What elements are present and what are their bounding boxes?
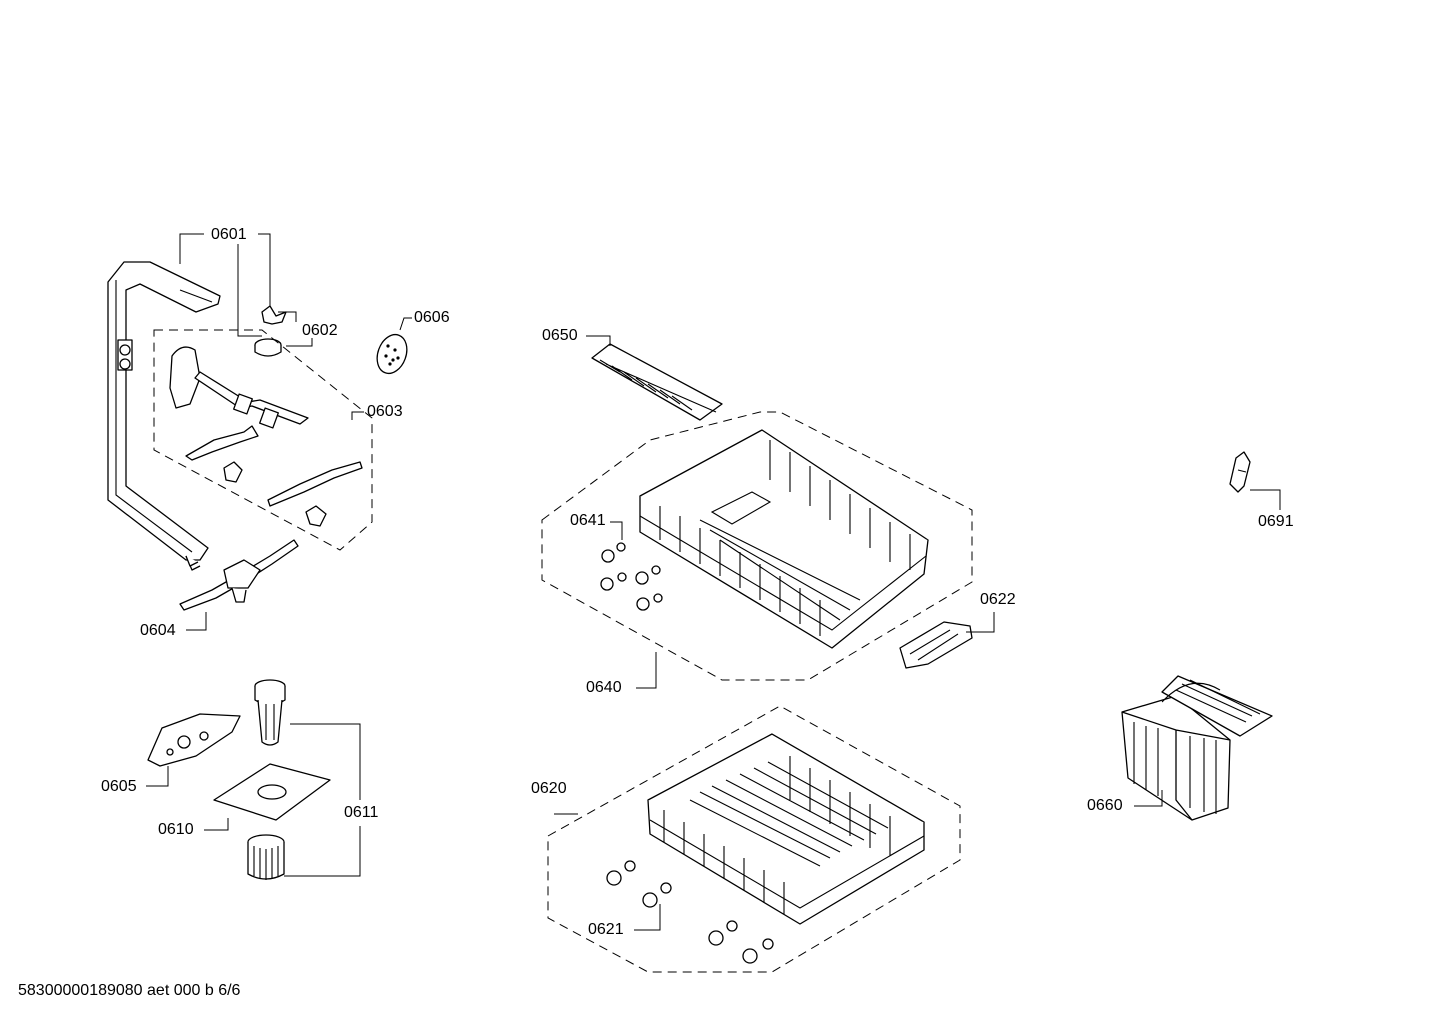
cutlery-basket-part[interactable] (1121, 675, 1273, 821)
filter-cartridge-part[interactable] (247, 679, 286, 880)
label-0602[interactable]: 0602 (302, 322, 338, 339)
upper-spray-arm-group-part[interactable] (153, 329, 373, 551)
label-0640[interactable]: 0640 (586, 679, 622, 696)
basket-handle-part[interactable] (899, 621, 973, 669)
lower-basket-rollers-part[interactable] (606, 860, 774, 964)
leader-lines (146, 233, 1281, 931)
filter-plate-part[interactable] (213, 763, 331, 821)
label-0605[interactable]: 0605 (101, 778, 137, 795)
cup-shelf-part[interactable] (591, 343, 723, 421)
lower-basket-part[interactable] (647, 733, 925, 925)
clip-part[interactable] (1229, 451, 1251, 493)
basket-rollers-part[interactable] (600, 542, 663, 611)
label-0610[interactable]: 0610 (158, 821, 194, 838)
supply-pipe-part[interactable] (107, 261, 221, 571)
lower-spray-arm-part[interactable] (179, 539, 299, 611)
label-0641[interactable]: 0641 (570, 512, 606, 529)
label-0621[interactable]: 0621 (588, 921, 624, 938)
lower-basket-group-part[interactable] (547, 705, 961, 973)
label-0691[interactable]: 0691 (1258, 513, 1294, 530)
label-0622[interactable]: 0622 (980, 591, 1016, 608)
label-0660[interactable]: 0660 (1087, 797, 1123, 814)
sump-cover-part[interactable] (147, 713, 241, 767)
drawing-code: 58300000189080 aet 000 b 6/6 (18, 982, 241, 999)
label-0611[interactable]: 0611 (344, 804, 379, 821)
upper-basket-part[interactable] (639, 429, 929, 649)
label-0603[interactable]: 0603 (367, 403, 403, 420)
filter-disc-part[interactable] (372, 330, 412, 377)
upper-basket-group-part[interactable] (541, 411, 973, 681)
label-0601[interactable]: 0601 (211, 226, 247, 243)
label-0604[interactable]: 0604 (140, 622, 176, 639)
label-0650[interactable]: 0650 (542, 327, 578, 344)
label-0620[interactable]: 0620 (531, 780, 567, 797)
spray-rotor-part[interactable] (254, 305, 287, 357)
label-0606[interactable]: 0606 (414, 309, 450, 326)
